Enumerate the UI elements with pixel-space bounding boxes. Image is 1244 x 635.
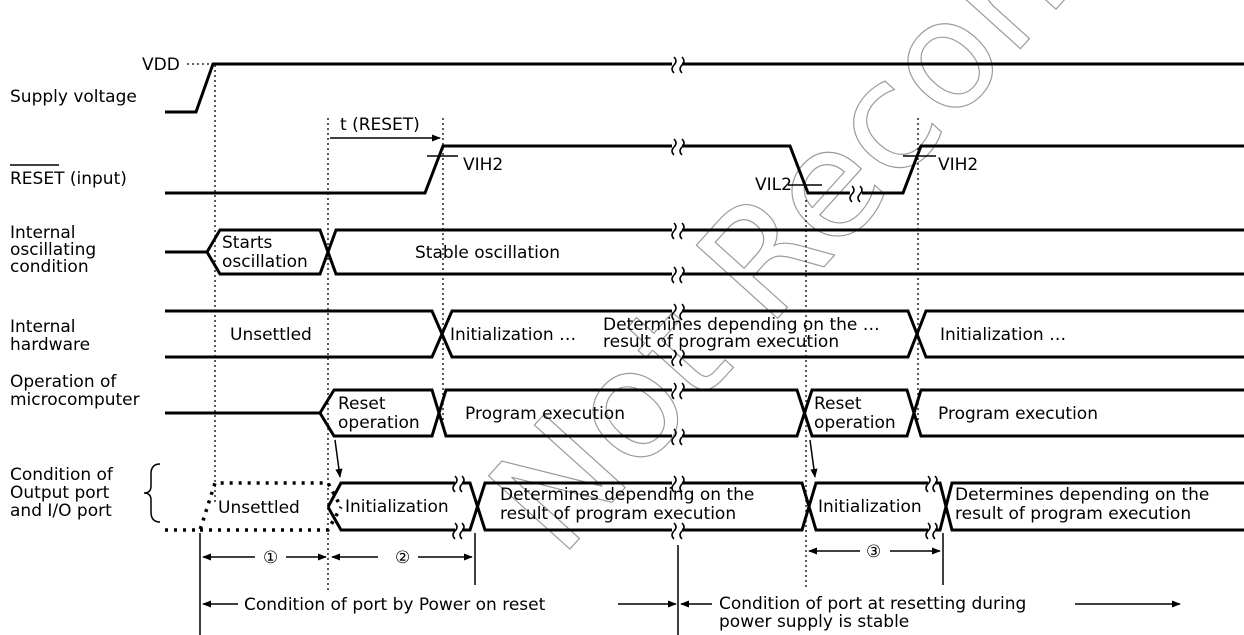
svg-text:Reset: Reset: [814, 394, 862, 414]
svg-text:Reset: Reset: [338, 394, 386, 414]
oscillation-waveform-low: [205, 228, 672, 276]
svg-text:result of program execution: result of program execution: [603, 332, 839, 352]
svg-text:Program execution: Program execution: [938, 404, 1098, 424]
svg-text:Initialization: Initialization: [818, 497, 922, 517]
vdd-label: VDD: [142, 55, 180, 75]
break-mark-icon: [671, 56, 685, 74]
svg-text:Initialization …: Initialization …: [450, 325, 576, 345]
svg-text:Starts: Starts: [222, 233, 273, 253]
period-2-label: ②: [395, 548, 410, 568]
operation-row: Operation of microcomputer Reset operati…: [10, 372, 1244, 478]
vih2-label-2: VIH2: [938, 155, 978, 175]
svg-text:Program execution: Program execution: [465, 404, 625, 424]
reset-input-row: RESET (input) t (RESET) VIH2 VIH2 VIL2: [10, 115, 1244, 203]
svg-text:Unsettled: Unsettled: [218, 498, 300, 518]
reset-input-label: RESET (input): [10, 169, 127, 189]
svg-text:Determines depending on the: Determines depending on the: [955, 485, 1209, 505]
svg-text:microcomputer: microcomputer: [10, 390, 140, 410]
supply-voltage-label: Supply voltage: [10, 87, 137, 107]
svg-text:oscillation: oscillation: [222, 252, 308, 272]
svg-text:Determines depending on the …: Determines depending on the …: [603, 315, 880, 335]
svg-text:result of program execution: result of program execution: [955, 504, 1191, 524]
stable-oscillation-label: Stable oscillation: [415, 243, 560, 263]
period-1-label: ①: [263, 548, 278, 568]
svg-text:Initialization …: Initialization …: [940, 325, 1066, 345]
svg-text:Unsettled: Unsettled: [230, 325, 312, 345]
brace-icon: [143, 463, 161, 523]
svg-text:Initialization: Initialization: [345, 497, 449, 517]
period-arrows: ① ② ③ Condition of port by Power on rese…: [202, 542, 1181, 632]
svg-text:oscillating: oscillating: [10, 240, 96, 260]
supply-voltage-row: VDD Supply voltage: [10, 55, 1244, 114]
port-condition-row: Condition of Output port and I/O port Un…: [10, 463, 1244, 540]
svg-text:and I/O port: and I/O port: [10, 501, 112, 521]
svg-text:Operation of: Operation of: [10, 372, 117, 392]
period-3-label: ③: [866, 542, 881, 562]
supply-voltage-waveform: [165, 62, 672, 114]
vil2-label: VIL2: [755, 175, 792, 195]
reference-lines: [199, 65, 944, 635]
svg-text:Condition of: Condition of: [10, 465, 114, 485]
svg-text:operation: operation: [338, 413, 420, 433]
oscillation-waveform-high: [205, 228, 672, 276]
svg-text:condition: condition: [10, 257, 89, 277]
stable-supply-label-1: Condition of port at resetting during: [719, 594, 1026, 614]
svg-text:hardware: hardware: [10, 335, 90, 355]
internal-oscillation-row: Internal oscillating condition Starts os…: [10, 222, 1244, 284]
svg-text:Output port: Output port: [10, 483, 110, 503]
stable-supply-label-2: power supply is stable: [719, 612, 909, 632]
svg-text:result of program execution: result of program execution: [500, 504, 736, 524]
internal-hardware-row: Internal hardware Unsettled Initializati…: [10, 303, 1244, 367]
svg-text:Determines depending on the: Determines depending on the: [500, 485, 754, 505]
vih2-label-1: VIH2: [463, 155, 503, 175]
reset-waveform: [165, 144, 672, 195]
t-reset-label: t (RESET): [340, 115, 420, 135]
power-on-reset-label: Condition of port by Power on reset: [244, 595, 546, 615]
svg-text:Internal: Internal: [10, 317, 76, 337]
svg-text:Internal: Internal: [10, 223, 76, 243]
svg-text:operation: operation: [814, 413, 896, 433]
